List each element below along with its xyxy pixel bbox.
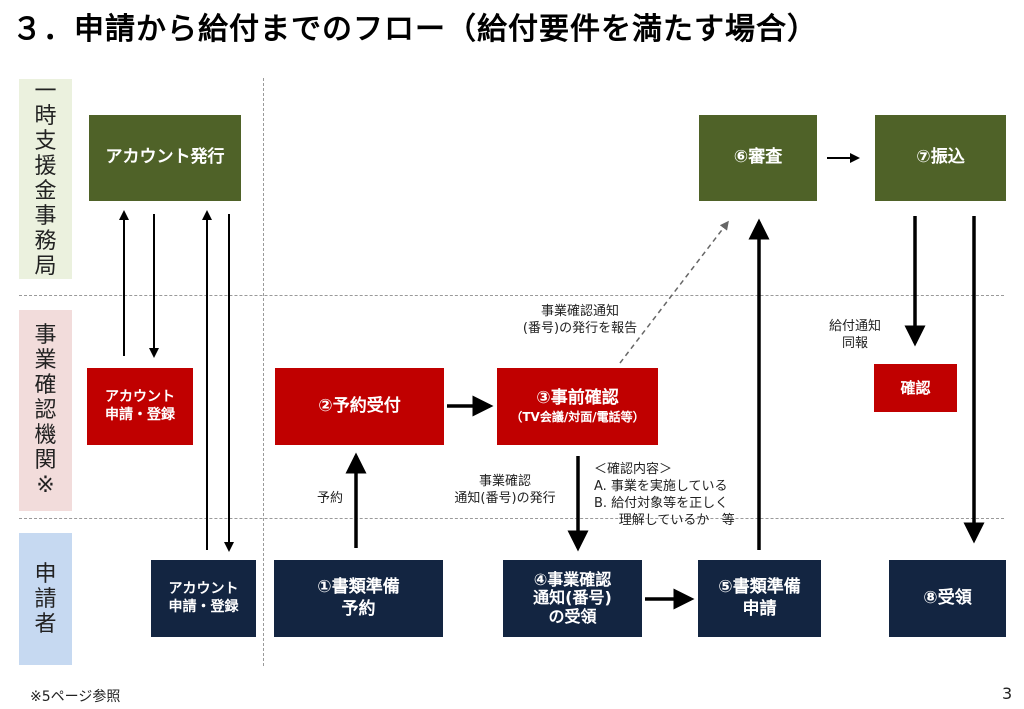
box-doc-prep-reserve: ①書類準備 予約 [274, 560, 443, 637]
box-receive-notice: ④事業確認 通知(番号) の受領 [503, 560, 642, 637]
label-line: 事業確認通知 [540, 304, 619, 319]
lane-label-char: 機 [34, 423, 57, 448]
box-text: ⑤書類準備 [718, 577, 801, 598]
label-line: 理解しているか 等 [594, 513, 735, 528]
lane-divider-1 [19, 295, 1004, 296]
lane-label-char: 時 [34, 104, 57, 129]
lane-secretariat: 一時支援金事務局 [19, 79, 72, 279]
box-applicant-account: アカウント 申請・登録 [151, 560, 256, 637]
label-payment-notice: 給付通知 同報 [815, 318, 895, 352]
lane-label-char: 事 [34, 323, 57, 348]
lane-label-char: 支 [34, 129, 57, 154]
label-line: A. 事業を実施している [594, 479, 728, 494]
box-review: ⑥審査 [699, 115, 817, 201]
label-line: 給付通知 [828, 319, 881, 334]
phase-divider [263, 78, 264, 666]
label-line: 予約 [316, 491, 343, 506]
box-text: アカウント発行 [105, 147, 225, 168]
lane-label-char: 一 [34, 79, 57, 104]
lane-label-char: 請 [34, 586, 57, 612]
lane-applicant: 申請者 [19, 533, 72, 665]
box-text: ④事業確認 [533, 569, 612, 589]
box-text: 通知(番号) [533, 588, 612, 608]
lane-label-char: 務 [34, 229, 57, 254]
box-reservation-accept: ②予約受付 [275, 368, 444, 445]
box-doc-prep-apply: ⑤書類準備 申請 [698, 560, 821, 637]
label-issue-notice: 事業確認 通知(番号)の発行 [435, 473, 575, 507]
page-number: 3 [1002, 684, 1013, 703]
lane-label-char: 者 [34, 611, 57, 637]
lane-agency: 事業確認機関※ [19, 310, 72, 511]
box-text: 申請 [742, 598, 777, 619]
lane-label-char: 金 [34, 179, 57, 204]
label-report-notice: 事業確認通知 (番号)の発行を報告 [505, 303, 655, 337]
box-text: アカウント [105, 389, 175, 405]
box-receipt: ⑧受領 [889, 560, 1006, 637]
box-text: 確認 [900, 378, 931, 397]
box-transfer: ⑦振込 [875, 115, 1006, 201]
arrow-report-to-review [619, 220, 729, 364]
label-line: 同報 [841, 336, 868, 351]
lane-label-char: 事 [34, 204, 57, 229]
box-text: 申請・登録 [168, 598, 239, 615]
box-agency-account: アカウント 申請・登録 [87, 368, 193, 445]
box-subtext: （TV会議/対面/電話等） [510, 409, 645, 424]
label-check-contents: ＜確認内容＞ A. 事業を実施している B. 給付対象等を正しく 理解しているか… [594, 461, 735, 529]
box-text: ③事前確認 [536, 388, 619, 409]
label-line: 事業確認 [478, 474, 531, 489]
box-text: ⑥審査 [733, 147, 783, 168]
lane-label-char: 認 [34, 398, 57, 423]
lane-label-char: 局 [34, 254, 57, 279]
lane-label-char: 関 [34, 448, 57, 473]
lane-label-char: 援 [34, 154, 57, 179]
lane-label-char: 申 [34, 561, 57, 587]
footnote: ※5ページ参照 [30, 689, 121, 705]
lane-label-char: ※ [36, 473, 55, 498]
box-account-issue: アカウント発行 [89, 115, 241, 201]
label-line: (番号)の発行を報告 [522, 321, 638, 336]
box-text: 申請・登録 [105, 406, 175, 423]
lane-label-char: 業 [34, 348, 57, 373]
box-pre-check: ③事前確認 （TV会議/対面/電話等） [497, 368, 658, 445]
box-confirm: 確認 [874, 364, 957, 412]
label-line: ＜確認内容＞ [594, 462, 673, 477]
box-text: 予約 [341, 598, 376, 619]
page-title: ３．申請から給付までのフロー（給付要件を満たす場合） [12, 12, 818, 47]
box-text: の受領 [548, 606, 597, 626]
label-line: B. 給付対象等を正しく [594, 496, 729, 511]
box-text: アカウント [168, 581, 239, 597]
lane-label-char: 確 [34, 373, 57, 398]
box-text: ①書類準備 [317, 577, 400, 598]
label-line: 通知(番号)の発行 [454, 491, 556, 506]
box-text: ⑧受領 [923, 587, 972, 608]
label-reserve: 予約 [310, 490, 350, 507]
lane-divider-2 [19, 518, 1004, 519]
box-text: ②予約受付 [318, 395, 401, 416]
box-text: ⑦振込 [916, 147, 965, 168]
